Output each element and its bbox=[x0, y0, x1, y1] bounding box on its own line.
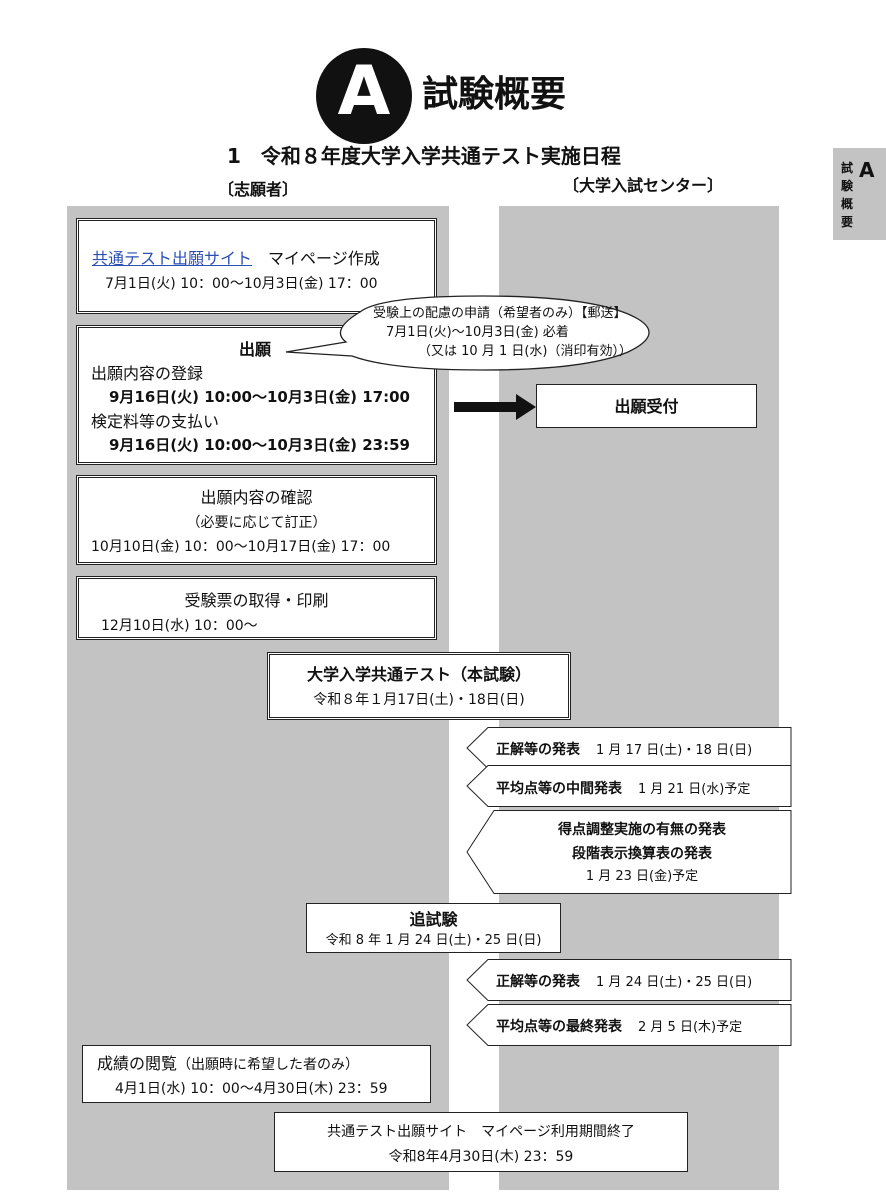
announce3-line1: 得点調整実施の有無の発表 bbox=[558, 822, 726, 838]
application-step1: 出願内容の登録 bbox=[91, 364, 204, 383]
announce4-label: 正解等の発表 bbox=[496, 974, 580, 990]
section-subtitle: 1 令和８年度大学入学共通テスト実施日程 bbox=[227, 144, 621, 168]
side-tab-char: 概 bbox=[841, 197, 854, 211]
application-step2-period: 9月16日(火) 10:00〜10月3日(金) 23:59 bbox=[109, 436, 410, 454]
announce1-date: 1 月 17 日(土)・18 日(日) bbox=[596, 743, 753, 758]
reception-box: 出願受付 bbox=[536, 384, 757, 428]
announce2-date: 1 月 21 日(水)予定 bbox=[638, 782, 751, 797]
announce1-row: 正解等の発表 1 月 17 日(土)・18 日(日) bbox=[496, 741, 752, 757]
confirm-period: 10月10日(金) 10：00〜10月17日(金) 17：00 bbox=[91, 539, 391, 555]
main-test-date: 令和８年１月17日(土)・18日(日) bbox=[313, 692, 525, 708]
main-test-title: 大学入学共通テスト（本試験） bbox=[306, 665, 531, 684]
ticket-period: 12月10日(水) 10：00〜 bbox=[101, 618, 258, 634]
reception-label: 出願受付 bbox=[614, 397, 679, 416]
side-index-tab: A 試 験 概 要 bbox=[833, 148, 886, 240]
badge-letter: A bbox=[337, 52, 391, 131]
center-lane-label: 〔大学入試センター〕 bbox=[563, 176, 724, 195]
confirm-note: （必要に応じて訂正） bbox=[186, 515, 327, 531]
application-site-link[interactable]: 共通テスト出願サイト bbox=[92, 249, 253, 268]
ticket-title: 受験票の取得・印刷 bbox=[184, 591, 329, 610]
makeup-test-box: 追試験 令和 8 年 1 月 24 日(土)・25 日(日) bbox=[306, 903, 561, 953]
makeup-test-date: 令和 8 年 1 月 24 日(土)・25 日(日) bbox=[325, 933, 542, 948]
announce2-box bbox=[466, 765, 792, 807]
announce5-row: 平均点等の最終発表 2 月 5 日(木)予定 bbox=[496, 1018, 742, 1034]
mypage-end-title: 共通テスト出願サイト マイページ利用期間終了 bbox=[327, 1124, 635, 1140]
main-test-box: 大学入学共通テスト（本試験） 令和８年１月17日(土)・18日(日) bbox=[267, 652, 571, 720]
mypage-row: 共通テスト出願サイト マイページ作成 bbox=[92, 251, 380, 267]
announce3-box bbox=[466, 810, 792, 894]
special-request-callout bbox=[285, 295, 650, 371]
announce5-box bbox=[466, 1004, 792, 1046]
results-title-row: 成績の閲覧（出願時に希望した者のみ） bbox=[97, 1054, 360, 1073]
announce5-label: 平均点等の最終発表 bbox=[496, 1019, 622, 1035]
ticket-box: 受験票の取得・印刷 12月10日(水) 10：00〜 bbox=[76, 576, 437, 640]
announce5-date: 2 月 5 日(木)予定 bbox=[638, 1020, 743, 1035]
announce2-label: 平均点等の中間発表 bbox=[496, 781, 622, 797]
mypage-end-box: 共通テスト出願サイト マイページ利用期間終了 令和8年4月30日(木) 23：5… bbox=[274, 1112, 688, 1172]
announce4-date: 1 月 24 日(土)・25 日(日) bbox=[596, 975, 753, 990]
results-box: 成績の閲覧（出願時に希望した者のみ） 4月1日(水) 10：00〜4月30日(木… bbox=[82, 1045, 431, 1103]
application-step2: 検定料等の支払い bbox=[91, 412, 220, 431]
mypage-period: 7月1日(火) 10：00〜10月3日(金) 17：00 bbox=[105, 276, 378, 292]
side-tab-char: 要 bbox=[841, 215, 854, 229]
special-request-line1: 受験上の配慮の申請（希望者のみ）【郵送】 bbox=[373, 306, 627, 321]
side-tab-letter: A bbox=[859, 158, 875, 182]
makeup-test-title: 追試験 bbox=[409, 910, 458, 929]
announce3-date: 1 月 23 日(金)予定 bbox=[585, 869, 699, 884]
announce3-line2: 段階表示換算表の発表 bbox=[572, 846, 712, 862]
header-badge: A bbox=[316, 48, 412, 144]
side-tab-char: 験 bbox=[841, 179, 854, 193]
results-title: 成績の閲覧 bbox=[97, 1054, 178, 1073]
application-title: 出願 bbox=[239, 340, 272, 359]
mypage-end-date: 令和8年4月30日(木) 23：59 bbox=[388, 1149, 574, 1165]
side-tab-char: 試 bbox=[841, 161, 854, 175]
special-request-line2: 7月1日(火)〜10月3日(金) 必着 bbox=[386, 325, 569, 340]
special-request-line3: （又は 10 月 1 日(水)（消印有効）） bbox=[418, 344, 632, 359]
announce4-row: 正解等の発表 1 月 24 日(土)・25 日(日) bbox=[496, 973, 752, 989]
right-arrow-icon bbox=[454, 394, 536, 420]
announce4-box bbox=[466, 959, 792, 1001]
announce2-row: 平均点等の中間発表 1 月 21 日(水)予定 bbox=[496, 780, 750, 796]
confirm-box: 出願内容の確認 （必要に応じて訂正） 10月10日(金) 10：00〜10月17… bbox=[76, 475, 437, 565]
mypage-creation-box: 共通テスト出願サイト マイページ作成 7月1日(火) 10：00〜10月3日(金… bbox=[76, 218, 437, 314]
confirm-title: 出願内容の確認 bbox=[200, 488, 313, 507]
mypage-create-label: マイページ作成 bbox=[268, 249, 380, 268]
announce1-label: 正解等の発表 bbox=[496, 742, 580, 758]
results-period: 4月1日(水) 10：00〜4月30日(木) 23：59 bbox=[115, 1081, 388, 1097]
applicant-lane-label: 〔志願者〕 bbox=[218, 180, 299, 199]
page-title: 試験概要 bbox=[422, 73, 567, 115]
application-step1-period: 9月16日(火) 10:00〜10月3日(金) 17:00 bbox=[109, 388, 410, 406]
results-note: （出願時に希望した者のみ） bbox=[177, 1057, 360, 1073]
